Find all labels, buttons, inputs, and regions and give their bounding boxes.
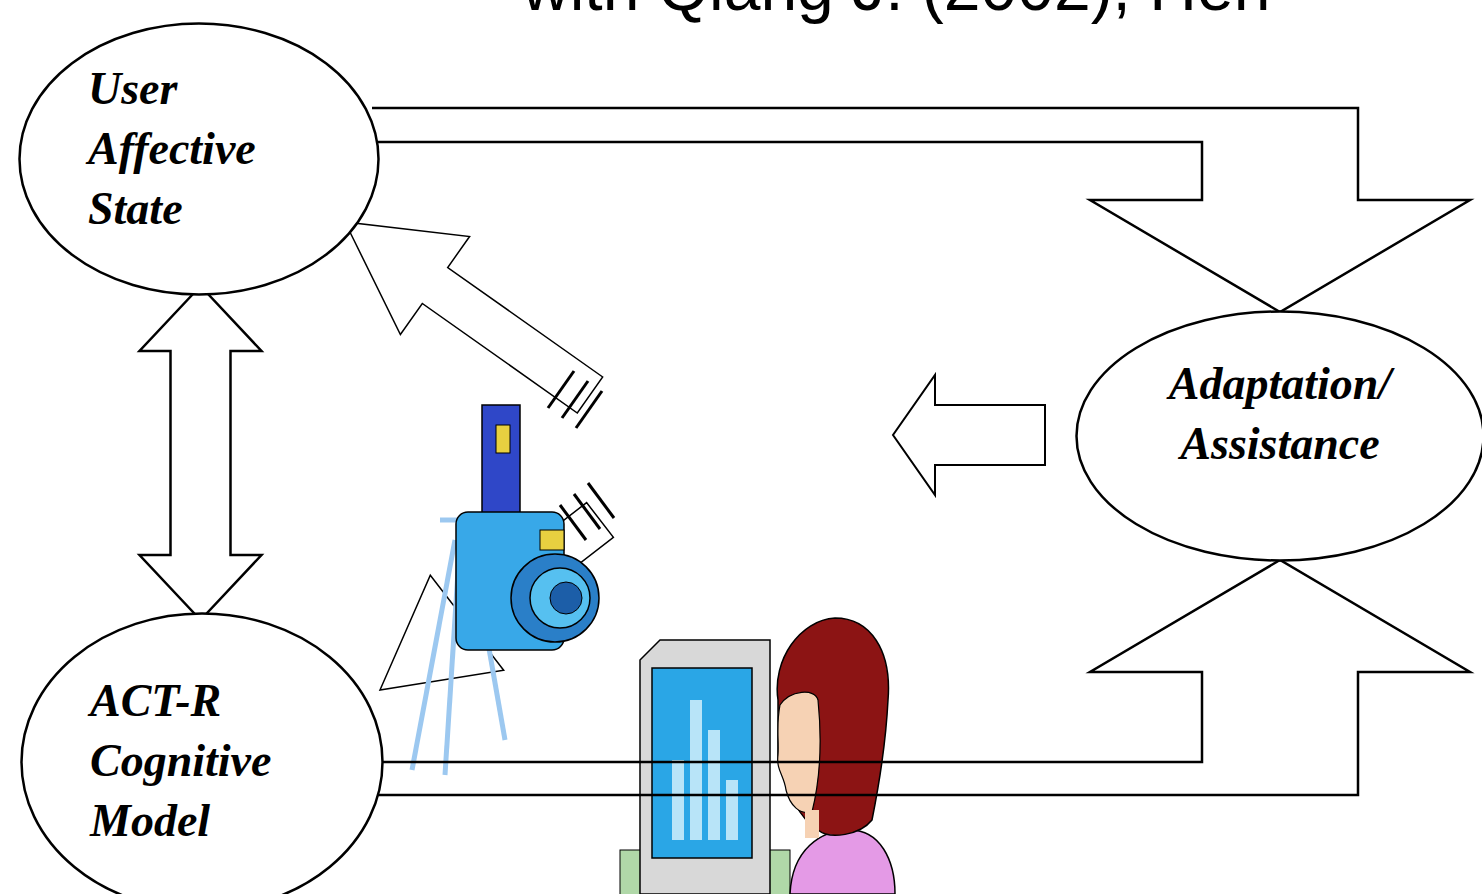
ellipse-node: Adaptation/ Assistance	[1075, 310, 1482, 562]
sensing-stripes	[548, 371, 602, 428]
block-arrow	[140, 286, 262, 620]
sensing-arrow	[380, 503, 613, 690]
ellipse-node: User Affective State	[18, 22, 380, 296]
sensing-stripes	[560, 483, 614, 540]
assistance-arrow	[893, 375, 1045, 495]
block-arrow	[372, 108, 1470, 312]
ellipse-node: ACT-R Cognitive Model	[20, 612, 384, 894]
user-illustration	[620, 618, 895, 894]
slide-title: with Qiang J. (2002), Hen	[522, 0, 1270, 20]
camera-illustration	[412, 405, 599, 775]
block-arrow	[376, 560, 1470, 795]
node-label: User Affective State	[88, 59, 308, 239]
sensing-arrow	[345, 222, 603, 413]
node-label: Adaptation/ Assistance	[1130, 354, 1430, 474]
node-label: ACT-R Cognitive Model	[90, 671, 320, 851]
